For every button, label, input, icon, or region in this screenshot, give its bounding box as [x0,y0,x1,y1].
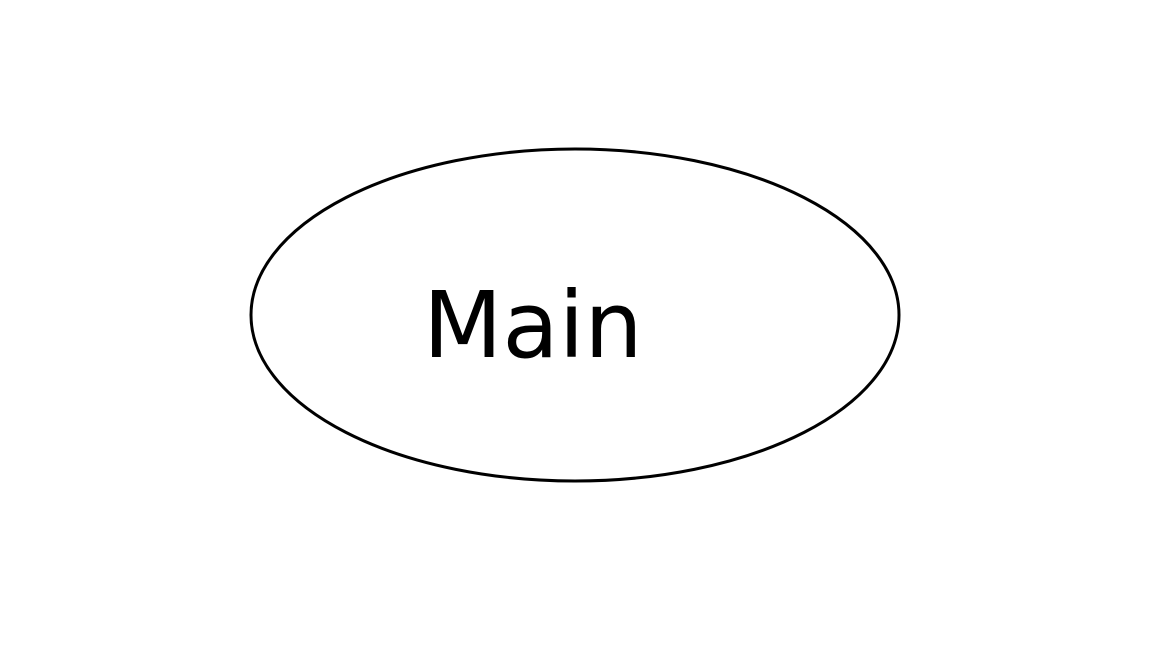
diagram-node-main: Main [249,147,901,483]
node-ellipse [249,147,901,483]
node-label: Main [423,272,643,379]
